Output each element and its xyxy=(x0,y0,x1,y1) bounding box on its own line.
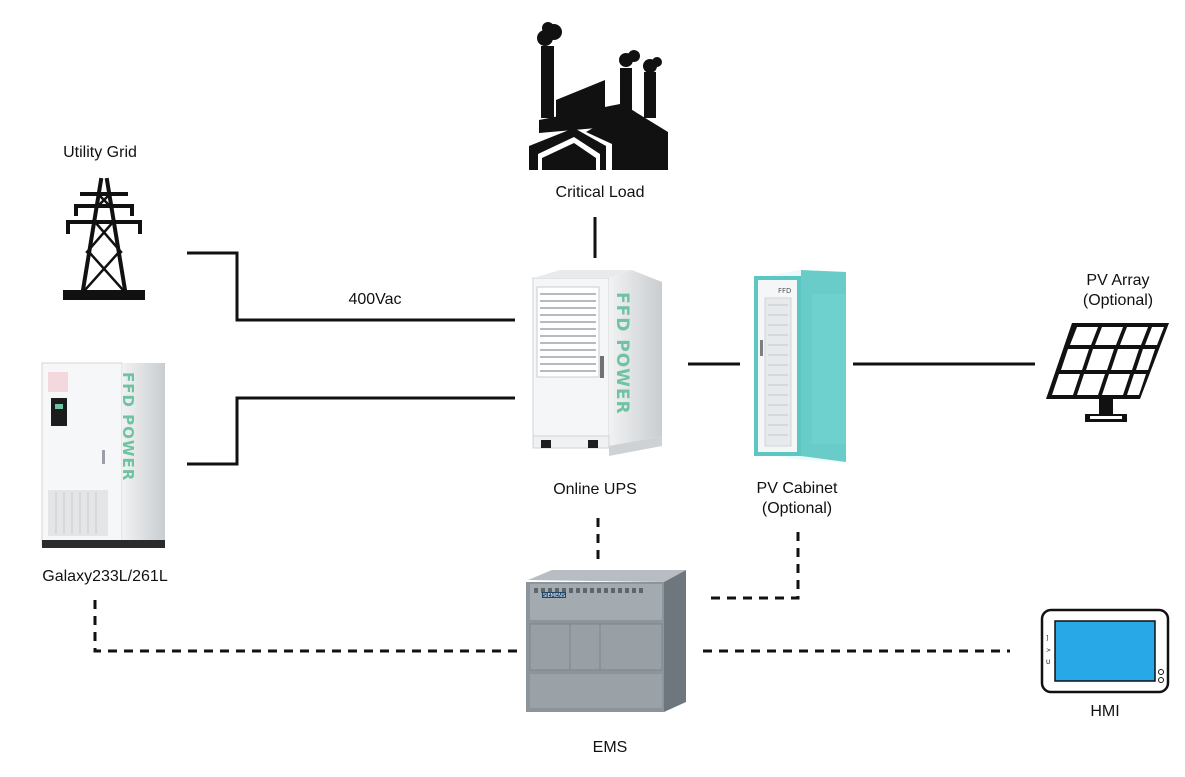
battery-brand-text: FFD POWER xyxy=(119,372,137,481)
grid-to-ups-line xyxy=(187,251,515,322)
power-line-voltage-label: 400Vac xyxy=(348,291,402,308)
battery-to-ups-line xyxy=(187,396,515,466)
svg-text:>: > xyxy=(1046,647,1051,654)
pvcabinet-to-ems-line xyxy=(708,532,800,600)
pv-array-label-line1: PV Array xyxy=(1086,272,1150,289)
pv-cabinet-label-line1: PV Cabinet xyxy=(756,480,838,497)
pv-cabinet-label-line2: (Optional) xyxy=(761,500,833,517)
svg-text:U: U xyxy=(1046,659,1050,666)
battery-cabinet: FFD POWER xyxy=(41,362,165,548)
svg-text:]: ] xyxy=(1046,635,1048,642)
comm-lines xyxy=(93,518,1010,653)
critical-load-label: Critical Load xyxy=(555,184,645,201)
online-ups-cabinet: FFD POWER xyxy=(532,270,662,456)
online-ups-label: Online UPS xyxy=(553,481,637,498)
utility-grid-label: Utility Grid xyxy=(63,144,137,161)
pv-array-label-line2: (Optional) xyxy=(1082,292,1154,309)
battery-label: Galaxy233L/261L xyxy=(42,568,168,585)
ups-brand-text: FFD POWER xyxy=(612,292,632,415)
power-lines xyxy=(187,217,1035,466)
battery-to-ems-line xyxy=(93,600,517,653)
transmission-tower-icon xyxy=(63,177,145,300)
ems-brand-text: SIEMENS xyxy=(543,593,565,599)
pv-cabinet-brand-text: FFD xyxy=(778,287,791,295)
pv-array-label: PV Array (Optional) xyxy=(1048,271,1185,311)
factory-icon xyxy=(529,22,668,170)
pv-cabinet: FFD xyxy=(754,270,846,462)
hmi-device: ] > U xyxy=(1040,608,1170,694)
pv-cabinet-label: PV Cabinet (Optional) xyxy=(727,479,867,519)
hmi-label: HMI xyxy=(1090,703,1120,720)
ems-label: EMS xyxy=(592,739,628,756)
solar-panel-icon xyxy=(1046,323,1169,422)
ems-controller: SIEMENS xyxy=(526,570,686,712)
